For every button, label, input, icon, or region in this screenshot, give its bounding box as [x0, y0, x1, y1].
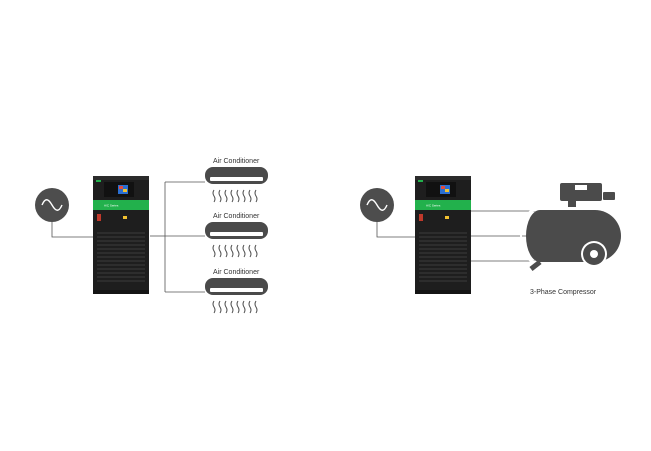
air-conditioner-unit-1: Air Conditioner	[205, 158, 268, 203]
right-diagram: A/C Series	[360, 176, 621, 296]
air-conditioner-unit-2: Air Conditioner	[205, 213, 268, 258]
cabinet-panel-text-right: A/C Series	[426, 204, 441, 208]
three-phase-wiring	[470, 210, 535, 262]
compressor-icon	[520, 183, 621, 271]
power-cabinet-right: A/C Series	[415, 176, 471, 294]
compressor-label: 3-Phase Compressor	[530, 289, 597, 296]
air-conditioner-label-2: Air Conditioner	[213, 213, 260, 220]
air-conditioner-unit-3: Air Conditioner	[205, 269, 268, 314]
left-diagram: A/C Series A	[35, 158, 268, 314]
output-wiring	[150, 181, 205, 293]
ac-source-icon	[35, 188, 69, 222]
cabinet-panel-text: A/C Series	[104, 204, 119, 208]
air-conditioner-label-1: Air Conditioner	[213, 158, 260, 165]
input-wire	[51, 222, 93, 238]
input-wire-right	[376, 222, 415, 238]
ac-source-icon-right	[360, 188, 394, 222]
air-conditioner-label-3: Air Conditioner	[213, 269, 260, 276]
power-cabinet: A/C Series	[93, 176, 149, 294]
